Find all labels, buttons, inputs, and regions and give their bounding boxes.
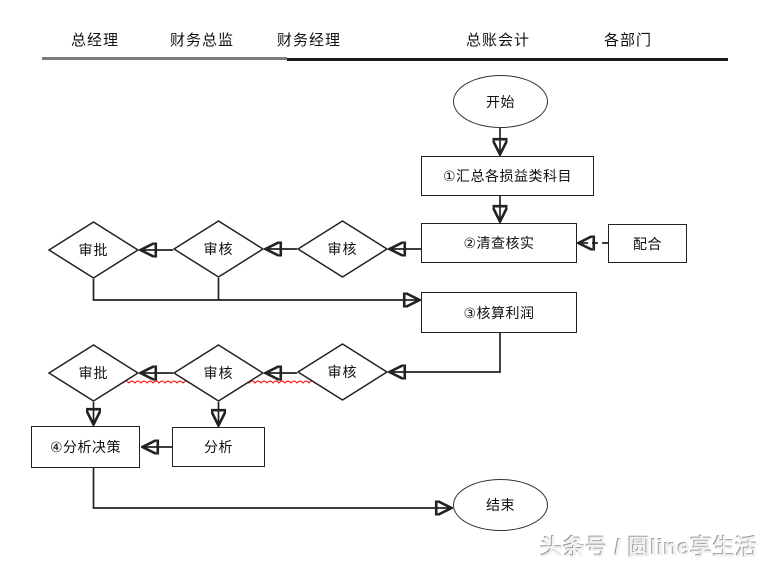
node-start: 开始 xyxy=(453,75,548,128)
node-step1-summarize: ①汇总各损益类科目 xyxy=(421,156,594,196)
watermark-text: 头条号 / 圆line享生活 xyxy=(540,535,758,560)
node-end: 结束 xyxy=(453,479,548,531)
node-review-row2-right: 审核 xyxy=(297,343,388,401)
node-review-row1-mid: 审核 xyxy=(173,220,264,278)
node-review-row2-mid: 审核 xyxy=(173,344,264,402)
lane-title-ledger-accountant: 总账会计 xyxy=(465,32,531,49)
node-approve-row2: 审批 xyxy=(48,344,139,402)
node-cooperate: 配合 xyxy=(608,224,687,263)
lane-title-departments: 各部门 xyxy=(603,32,653,49)
node-step2-verify: ②清查核实 xyxy=(421,223,577,263)
node-step4-decision: ④分析决策 xyxy=(31,426,140,468)
node-step3-profit: ③核算利润 xyxy=(421,292,577,333)
node-review-row1-right: 审核 xyxy=(297,220,388,278)
node-approve-row1: 审批 xyxy=(48,221,139,279)
lane-title-general-manager: 总经理 xyxy=(70,32,120,49)
header-divider-left xyxy=(42,57,287,60)
lane-title-finance-manager: 财务经理 xyxy=(276,32,342,49)
header-divider-right xyxy=(287,58,728,61)
lane-title-finance-director: 财务总监 xyxy=(169,32,235,49)
node-analysis: 分析 xyxy=(172,427,265,467)
